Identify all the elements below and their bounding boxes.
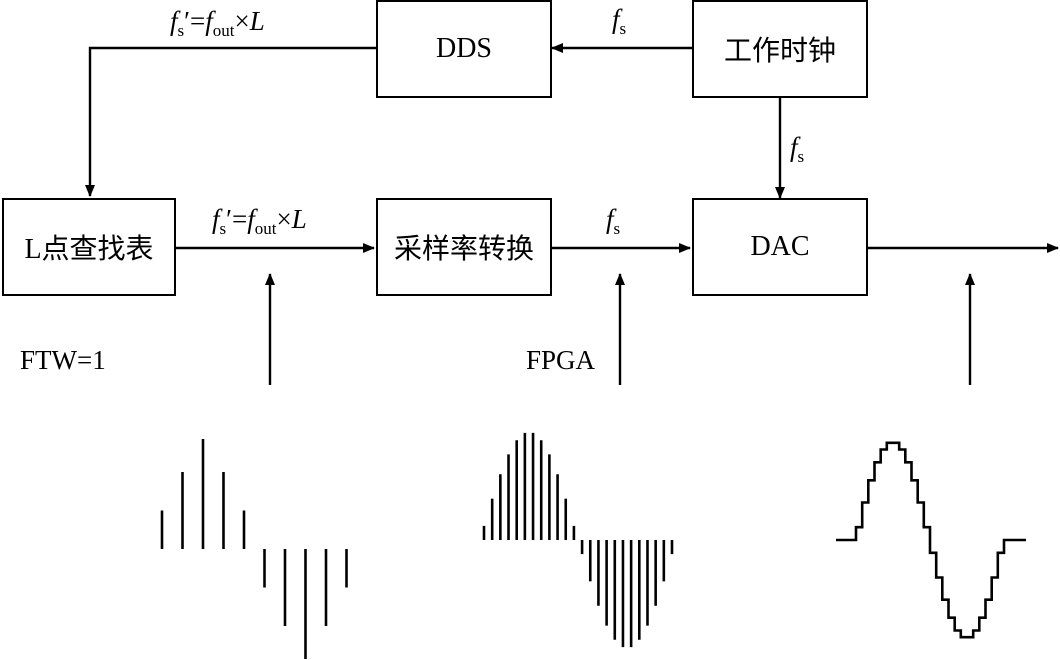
s-subscript: s — [797, 147, 805, 166]
dac-label: DAC — [750, 231, 810, 262]
out-subscript: out — [212, 21, 235, 40]
fs-label-src-dac: fs — [606, 204, 621, 238]
rate-conversion-label: 采样率转换 — [393, 232, 534, 265]
equals-sign: = — [232, 204, 248, 234]
lookup-table-block: L点查找表 — [2, 198, 176, 296]
out-subscript: out — [254, 219, 277, 238]
s-subscript: s — [177, 21, 185, 40]
prime-mark: ′ — [226, 204, 233, 234]
ftw-label: FTW=1 — [20, 345, 106, 375]
equals-sign: = — [190, 6, 206, 36]
times-sign: × — [234, 6, 250, 36]
arrow-dds-to-lut — [85, 46, 376, 197]
lookup-table-suffix: 点查找表 — [41, 232, 154, 265]
f-symbol: f — [790, 132, 798, 162]
rate-conversion-block: 采样率转换 — [376, 198, 552, 296]
waveform-lut-samples — [160, 439, 348, 659]
s-subscript: s — [219, 219, 227, 238]
dds-label: DDS — [435, 33, 492, 64]
f-symbol: f — [212, 204, 220, 234]
dac-staircase-path — [836, 441, 1026, 639]
f-symbol: f — [247, 204, 255, 234]
work-clock-block: 工作时钟 — [692, 0, 868, 98]
s-subscript: s — [619, 19, 627, 38]
fpga-label: FPGA — [526, 345, 596, 375]
waveform-dac-staircase — [836, 441, 1026, 639]
freq-formula-middle: fs′=fout×L — [212, 204, 307, 238]
work-clock-label: 工作时钟 — [723, 34, 836, 67]
l-symbol: L — [291, 204, 307, 234]
waveform-upsampled-samples — [482, 432, 674, 648]
fs-label-clock-dds: fs — [612, 4, 627, 38]
freq-formula-top: fs′=fout×L — [170, 6, 265, 40]
dds-block: DDS — [376, 0, 552, 98]
fs-label-clock-dac: fs — [790, 132, 805, 166]
dac-block: DAC — [692, 198, 868, 296]
f-symbol: f — [170, 6, 178, 36]
times-sign: × — [276, 204, 292, 234]
f-symbol: f — [606, 204, 614, 234]
f-symbol: f — [612, 4, 620, 34]
lookup-table-prefix: L — [24, 234, 42, 265]
s-subscript: s — [613, 219, 621, 238]
prime-mark: ′ — [184, 6, 191, 36]
f-symbol: f — [205, 6, 213, 36]
lookup-table-label: L点查找表 — [24, 227, 153, 267]
l-symbol: L — [249, 6, 265, 36]
